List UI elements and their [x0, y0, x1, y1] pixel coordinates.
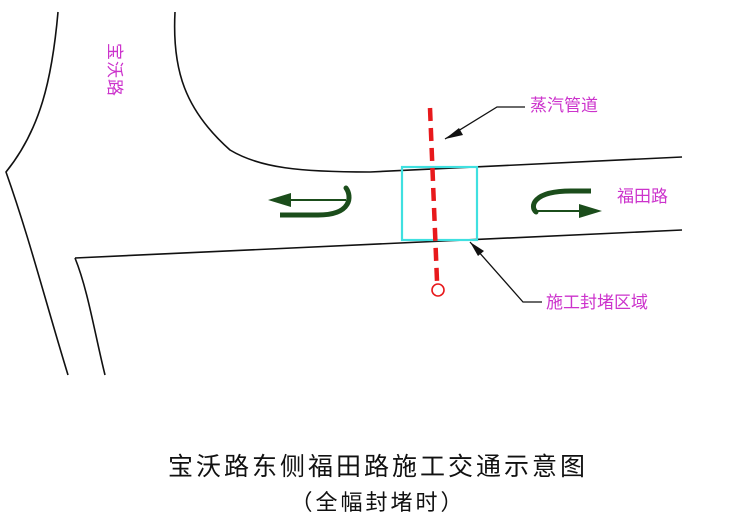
u-turn-left-arrow-icon: [268, 185, 352, 218]
closure-zone-leader: [469, 241, 542, 303]
closure-zone-box: [400, 165, 479, 242]
futian-road-south-edge: [74, 229, 683, 259]
diagram-caption-title: 宝沃路东侧福田路施工交通示意图: [167, 452, 588, 481]
futian-road-label: 福田路: [617, 187, 668, 207]
steam-pipe-end-marker: [431, 283, 445, 297]
baowo-road-west-edge: [5, 11, 69, 376]
baowo-road-lower-east-edge: [74, 257, 106, 376]
closure-zone-label: 施工封堵区域: [546, 293, 648, 313]
diagram-caption-subtitle: （全幅封堵时）: [290, 491, 466, 516]
steam-pipe-line: [427, 107, 440, 282]
steam-pipe-label: 蒸汽管道: [530, 96, 598, 116]
baowo-road-east-edge: [173, 11, 371, 173]
baowo-road-label: 宝沃路: [104, 43, 124, 97]
u-turn-right-arrow-icon: [531, 188, 602, 218]
steam-pipe-leader: [444, 106, 525, 140]
futian-road-north-edge: [369, 156, 683, 173]
